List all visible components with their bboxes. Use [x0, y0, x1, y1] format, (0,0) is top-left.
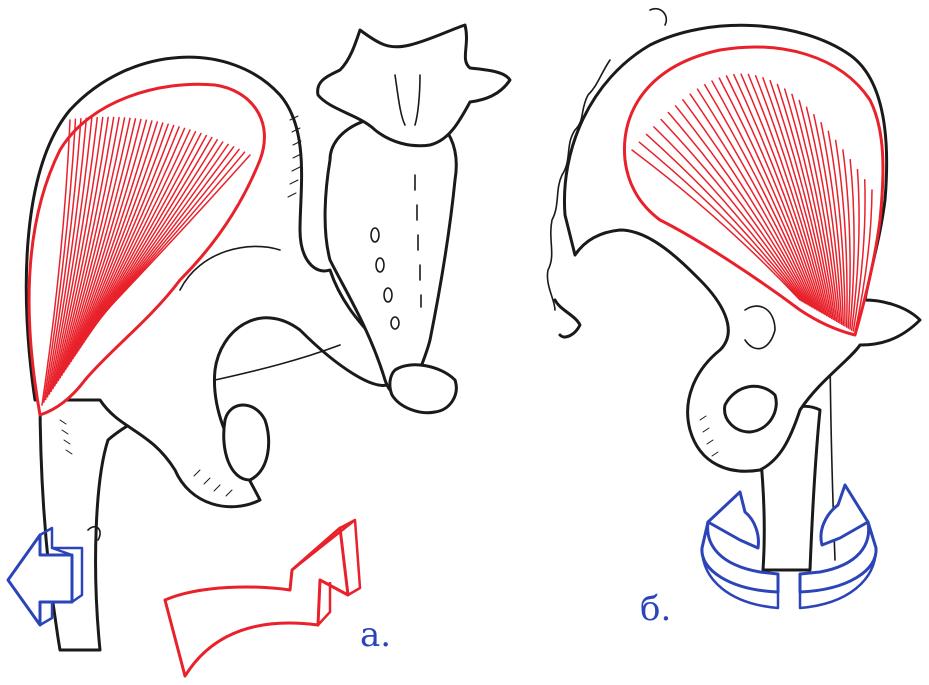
- panel-label-a: а.: [360, 618, 391, 652]
- panel-b: [547, 9, 920, 608]
- curved-arrow-icon: [165, 520, 360, 676]
- panel-a: [8, 25, 510, 676]
- panel-label-b: б.: [640, 592, 671, 626]
